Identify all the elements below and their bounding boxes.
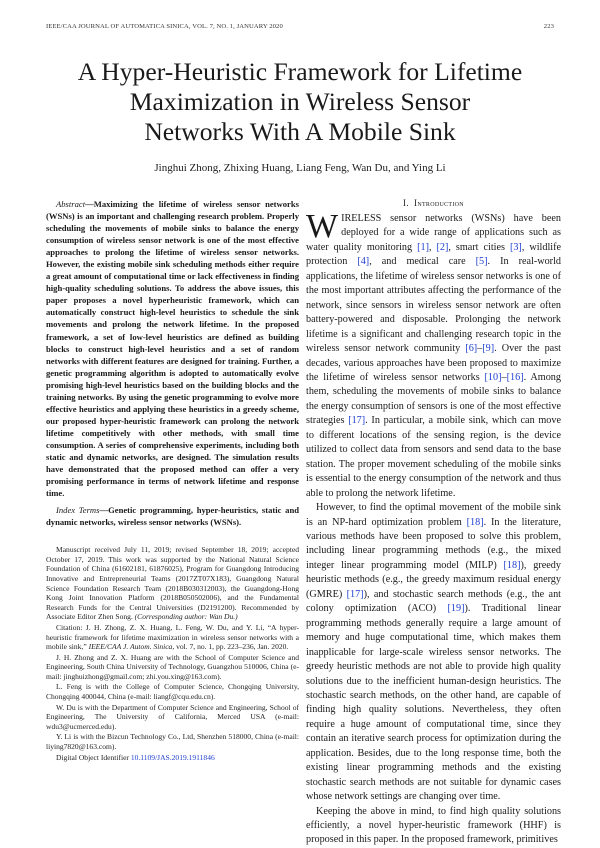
paper-title: A Hyper-Heuristic Framework for Lifetime… <box>0 57 600 147</box>
running-head: IEEE/CAA JOURNAL OF AUTOMATICA SINICA, V… <box>46 23 554 30</box>
dropcap: W <box>306 208 339 245</box>
affiliation-2: L. Feng is with the College of Computer … <box>46 682 299 702</box>
citation-link[interactable]: [16] <box>506 371 524 383</box>
citation-link[interactable]: [10] <box>484 371 502 383</box>
abstract-label: Abstract <box>56 199 86 209</box>
title-line: Networks With A Mobile Sink <box>144 117 456 146</box>
author-list: Jinghui Zhong, Zhixing Huang, Liang Feng… <box>154 162 446 174</box>
citation-note: Citation: J. H. Zhong, Z. X. Huang, L. F… <box>46 622 299 652</box>
journal-header: IEEE/CAA JOURNAL OF AUTOMATICA SINICA, V… <box>46 23 283 30</box>
affiliation-3: W. Du is with the Department of Computer… <box>46 702 299 731</box>
affiliation-1: J. H. Zhong and Z. X. Huang are with the… <box>46 652 299 681</box>
citation-link[interactable]: [4] <box>357 256 370 268</box>
page-number: 223 <box>543 23 554 30</box>
citation-link[interactable]: [5] <box>475 256 488 268</box>
affiliation-4: Y. Li is with the Bizcun Technology Co.,… <box>46 732 299 752</box>
citation-link[interactable]: [18] <box>466 516 484 528</box>
doi-link[interactable]: 10.1109/JAS.2019.1911846 <box>130 752 215 762</box>
title-line: Maximization in Wireless Sensor <box>129 87 471 116</box>
title-line: A Hyper-Heuristic Framework for Lifetime <box>77 57 523 86</box>
citation-link[interactable]: [19] <box>447 603 465 615</box>
citation-link[interactable]: [1] <box>417 241 429 253</box>
citation-link[interactable]: [18] <box>503 559 521 571</box>
left-column: Abstract—Maximizing the lifetime of wire… <box>46 198 299 763</box>
index-terms: Index Terms—Genetic programming, hyper-h… <box>46 505 300 528</box>
manuscript-note: Manuscript received July 11, 2019; revis… <box>46 545 299 622</box>
citation-link[interactable]: [3] <box>509 241 522 253</box>
citation-link[interactable]: [2] <box>436 241 449 253</box>
index-terms-text: Genetic programming, hyper-heuristics, s… <box>46 505 300 528</box>
intro-paragraph-2: However, to find the optimal movement of… <box>306 502 562 803</box>
index-terms-label: Index Terms <box>56 505 100 516</box>
citation-link[interactable]: [9] <box>482 343 495 355</box>
citation-link[interactable]: [17] <box>346 588 364 600</box>
doi-note: Digital Object Identifier 10.1109/JAS.20… <box>56 752 215 762</box>
citation-link[interactable]: [6] <box>465 343 478 355</box>
footnotes: Manuscript received July 11, 2019; revis… <box>46 545 299 762</box>
abstract: Abstract—Maximizing the lifetime of wire… <box>46 199 299 499</box>
abstract-text: Maximizing the lifetime of wireless sens… <box>46 199 299 499</box>
section-heading-introduction: I. Introduction <box>403 198 464 208</box>
citation-link[interactable]: [17] <box>348 415 366 427</box>
corresponding-author: (Corresponding author: Wan Du.) <box>134 612 238 622</box>
intro-paragraph-3: Keeping the above in mind, to find high … <box>306 805 561 846</box>
